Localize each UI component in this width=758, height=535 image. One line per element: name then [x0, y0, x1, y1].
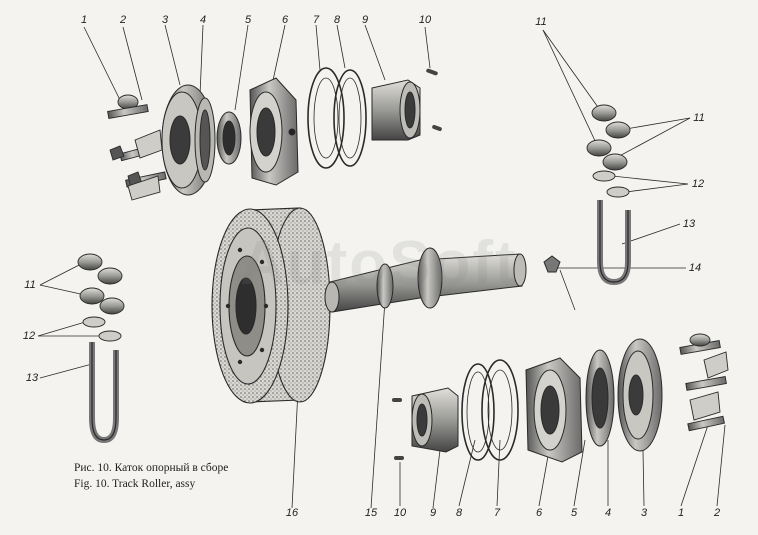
watermark: AutoSoft [240, 229, 518, 298]
pins-10-upper [426, 68, 442, 132]
u-bolt-right [597, 200, 631, 286]
housing-6-lower [525, 357, 583, 463]
callout-8: 8 [333, 14, 341, 26]
callout-3: 3 [161, 14, 169, 26]
ring-4-upper [194, 97, 216, 183]
roller-wheel-16 [211, 207, 331, 404]
callout-6-lower: 6 [535, 507, 543, 519]
axle-15 [324, 247, 527, 313]
bushing-9-upper [371, 79, 421, 141]
callout-12-left: 12 [22, 330, 36, 342]
callout-5: 5 [244, 14, 252, 26]
callout-6: 6 [281, 14, 289, 26]
callout-13-right: 13 [682, 218, 696, 230]
callout-1: 1 [80, 14, 88, 26]
pins-10-lower [392, 398, 404, 460]
callout-8-lower: 8 [455, 507, 463, 519]
nuts-washers-right [586, 104, 631, 198]
leader-lines [37, 24, 726, 509]
callout-12-right: 12 [691, 178, 705, 190]
callout-10-lower: 10 [393, 507, 407, 519]
callout-4: 4 [199, 14, 207, 26]
housing-6-upper [249, 77, 299, 186]
seal-ring-4-5-lower [585, 349, 615, 447]
nuts-washers-left [77, 253, 125, 342]
callout-11-top: 11 [535, 16, 547, 28]
callout-2: 2 [119, 14, 127, 26]
figure-caption-en: Fig. 10. Track Roller, assy [74, 478, 196, 490]
callout-9-lower: 9 [429, 507, 437, 519]
cover-3-lower [617, 338, 663, 452]
callout-10: 10 [418, 14, 432, 26]
bolts-and-lock-plates-upper [107, 94, 167, 201]
figure-caption-ru: Рис. 10. Каток опорный в сборе [74, 462, 229, 474]
callout-11-right: 11 [693, 112, 705, 124]
bolts-and-lock-plates-lower [679, 333, 729, 432]
callout-16: 16 [285, 507, 299, 519]
callout-13-left: 13 [25, 372, 39, 384]
u-bolt-left [89, 342, 119, 444]
callout-11-left: 11 [24, 279, 36, 291]
callout-3-lower: 3 [640, 507, 648, 519]
grease-fitting-14 [543, 255, 561, 273]
seal-5-upper [216, 111, 242, 165]
callout-2-lower: 2 [713, 507, 721, 519]
callout-5-lower: 5 [570, 507, 578, 519]
callout-14: 14 [688, 262, 702, 274]
callout-15: 15 [364, 507, 378, 519]
callout-9: 9 [361, 14, 369, 26]
gaskets-7-8-upper [307, 67, 367, 169]
callout-7-lower: 7 [493, 507, 501, 519]
callout-1-lower: 1 [677, 507, 685, 519]
callout-7: 7 [312, 14, 320, 26]
bushing-9-lower [411, 387, 459, 453]
gaskets-7-8-lower [461, 359, 519, 461]
callout-4-lower: 4 [604, 507, 612, 519]
